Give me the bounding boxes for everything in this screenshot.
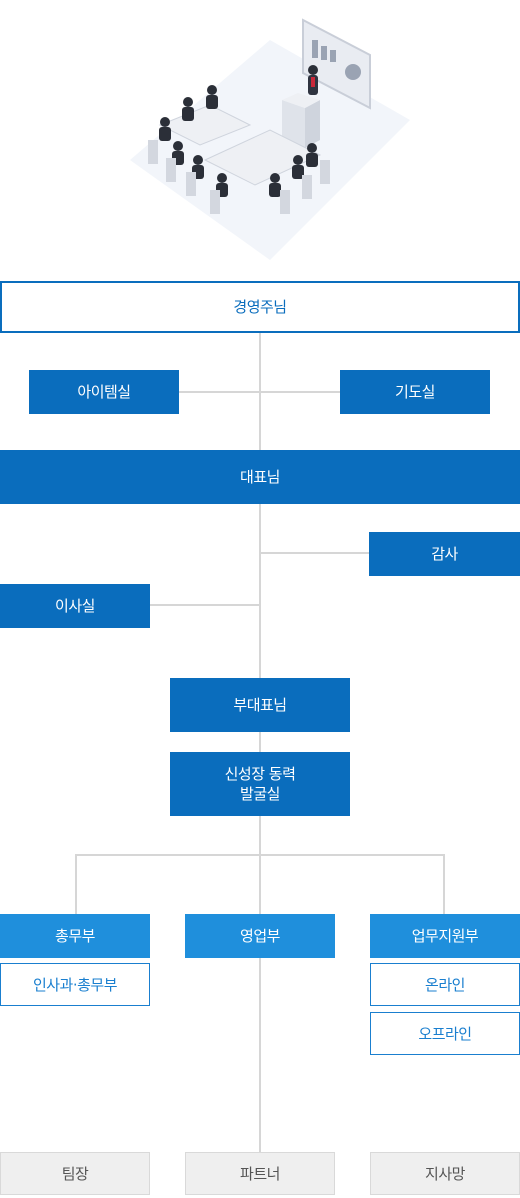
connector-branch-horizontal	[75, 854, 445, 856]
connector-board	[150, 604, 261, 606]
partner-box: 파트너	[185, 1152, 335, 1195]
meeting-presentation-illustration	[120, 10, 420, 265]
growth-office-line-2: 발굴실	[240, 785, 280, 803]
branch-network-box: 지사망	[370, 1152, 520, 1195]
general-affairs-box: 총무부	[0, 914, 150, 958]
offline-box: 오프라인	[370, 1012, 520, 1055]
connector-growth-down	[259, 816, 261, 914]
ceo-box: 대표님	[0, 450, 520, 504]
hr-general-box: 인사과·총무부	[0, 963, 150, 1006]
planning-room-box: 기도실	[340, 370, 490, 414]
connector-branch-left	[75, 854, 77, 914]
vice-ceo-box: 부대표님	[170, 678, 350, 732]
connector-main-vertical	[259, 333, 261, 678]
top-manager-box: 경영주님	[0, 281, 520, 333]
growth-office-line-1: 신성장 동력	[224, 765, 296, 783]
board-box: 이사실	[0, 584, 150, 628]
growth-office-box: 신성장 동력 발굴실	[170, 752, 350, 816]
team-leader-box: 팀장	[0, 1152, 150, 1195]
support-box: 업무지원부	[370, 914, 520, 958]
connector-branch-right	[443, 854, 445, 914]
item-room-box: 아이템실	[29, 370, 179, 414]
connector-vice-to-growth	[259, 732, 261, 752]
connector-audit	[259, 552, 371, 554]
connector-item-room	[178, 391, 342, 393]
connector-sales-down	[259, 958, 261, 1152]
sales-box: 영업부	[185, 914, 335, 958]
online-box: 온라인	[370, 963, 520, 1006]
audit-box: 감사	[369, 532, 520, 576]
